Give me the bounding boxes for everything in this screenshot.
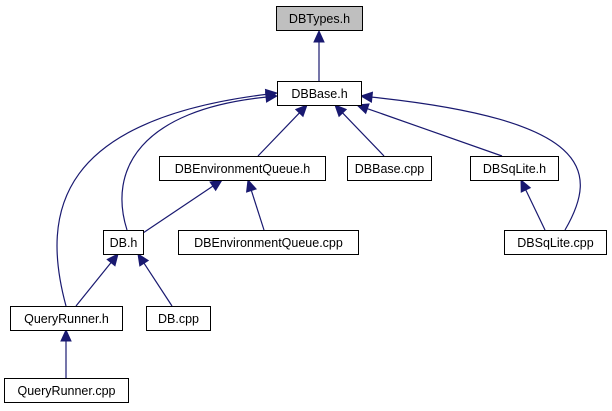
- node-queryrunner-cpp[interactable]: QueryRunner.cpp: [4, 378, 129, 403]
- node-dbenvqueue-cpp[interactable]: DBEnvironmentQueue.cpp: [178, 230, 359, 255]
- node-label: DBTypes.h: [289, 12, 350, 26]
- node-box[interactable]: [178, 230, 359, 255]
- node-box[interactable]: [276, 6, 363, 31]
- edge-line: [250, 190, 265, 231]
- edge-line: [525, 189, 546, 231]
- edge-line: [121, 96, 267, 231]
- edge-dbsqlite-h-to-dbbase-h: [355, 103, 503, 157]
- node-label: DB.cpp: [158, 312, 199, 326]
- node-label: DBEnvironmentQueue.h: [175, 162, 311, 176]
- node-dbtypes-h[interactable]: DBTypes.h: [276, 6, 363, 31]
- arrowhead-icon: [313, 29, 325, 43]
- arrowhead-icon: [520, 178, 532, 193]
- edge-dbbase-cpp-to-dbbase-h: [334, 104, 385, 157]
- node-box[interactable]: [347, 156, 432, 181]
- node-queryrunner-h[interactable]: QueryRunner.h: [10, 306, 123, 331]
- edge-dbenvqueue-cpp-to-dbenvqueue-h: [246, 178, 265, 231]
- edge-dbbase-h-to-dbtypes-h: [313, 29, 325, 81]
- edge-line: [257, 112, 300, 157]
- arrowhead-icon: [137, 252, 150, 267]
- edge-db-cpp-to-db-h: [137, 252, 173, 307]
- node-label: QueryRunner.h: [24, 312, 109, 326]
- node-label: DBBase.cpp: [355, 162, 425, 176]
- node-box[interactable]: [10, 306, 123, 331]
- node-box[interactable]: [470, 156, 559, 181]
- arrowhead-icon: [106, 253, 119, 267]
- edge-line: [367, 108, 503, 157]
- edge-line: [56, 93, 267, 307]
- edge-queryrunner-cpp-to-queryrunner-h: [60, 328, 72, 378]
- arrowhead-icon: [264, 88, 279, 101]
- node-box[interactable]: [159, 156, 326, 181]
- arrowhead-icon: [60, 328, 72, 342]
- arrowhead-icon: [359, 91, 374, 103]
- node-dbsqlite-cpp[interactable]: DBSqLite.cpp: [504, 230, 607, 255]
- node-label: DB.h: [110, 236, 138, 250]
- node-box[interactable]: [4, 378, 129, 403]
- node-label: DBSqLite.h: [483, 162, 546, 176]
- arrowhead-icon: [294, 104, 308, 118]
- node-dbbase-h[interactable]: DBBase.h: [277, 81, 362, 106]
- node-label: DBEnvironmentQueue.cpp: [194, 236, 343, 250]
- edge-line: [371, 96, 581, 231]
- node-box[interactable]: [277, 81, 362, 106]
- arrowhead-icon: [209, 179, 224, 192]
- edge-line: [142, 185, 214, 234]
- edge-db-h-to-dbenvqueue-h: [142, 179, 224, 234]
- node-label: QueryRunner.cpp: [18, 384, 116, 398]
- node-label: DBSqLite.cpp: [517, 236, 593, 250]
- arrowhead-icon: [246, 178, 258, 193]
- arrowhead-icon: [355, 103, 370, 115]
- node-dbsqlite-h[interactable]: DBSqLite.h: [470, 156, 559, 181]
- node-db-cpp[interactable]: DB.cpp: [146, 306, 211, 331]
- node-box[interactable]: [103, 230, 144, 255]
- edge-dbenvqueue-h-to-dbbase-h: [257, 104, 308, 157]
- node-db-h[interactable]: DB.h: [103, 230, 144, 255]
- node-dbenvqueue-h[interactable]: DBEnvironmentQueue.h: [159, 156, 326, 181]
- arrowhead-icon: [334, 104, 348, 118]
- edge-dbsqlite-cpp-to-dbsqlite-h: [520, 178, 546, 231]
- edge-line: [342, 112, 385, 157]
- edge-dbsqlite-cpp-to-dbbase-h: [359, 91, 581, 231]
- edge-line: [75, 262, 112, 307]
- node-box[interactable]: [146, 306, 211, 331]
- edge-queryrunner-h-to-dbbase-h: [56, 88, 279, 307]
- edges-layer: [56, 29, 581, 378]
- edge-line: [143, 262, 173, 307]
- node-label: DBBase.h: [291, 87, 347, 101]
- edge-queryrunner-h-to-db-h: [75, 253, 119, 307]
- node-dbbase-cpp[interactable]: DBBase.cpp: [347, 156, 432, 181]
- node-box[interactable]: [504, 230, 607, 255]
